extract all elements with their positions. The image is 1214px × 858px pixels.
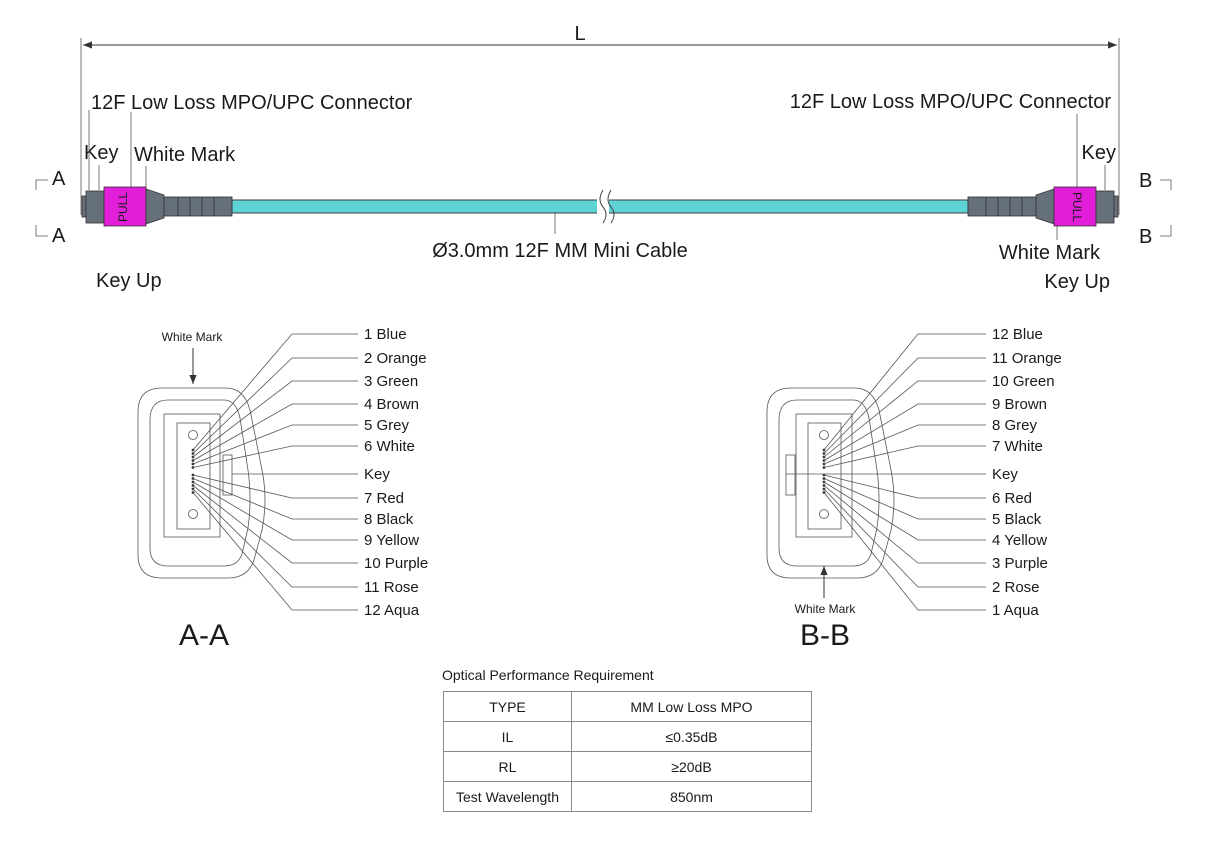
left-mpo-connector: PULL <box>81 186 233 227</box>
svg-text:A: A <box>52 225 66 247</box>
bb-fiber-label: 3 Purple <box>992 555 1048 572</box>
white-mark-left-label: White Mark <box>134 144 236 166</box>
svg-text:PULL: PULL <box>1070 192 1084 222</box>
section-bb-view: White Mark 12 Blue 11 Orange 10 Green 9 … <box>766 326 1062 652</box>
bb-fiber-label: 1 Aqua <box>992 602 1039 619</box>
right-mpo-connector: PULL <box>967 186 1119 227</box>
key-right-label: Key <box>1082 142 1116 164</box>
section-marker-a: A A <box>35 168 66 247</box>
bb-fiber-label: 10 Green <box>992 373 1055 390</box>
aa-fiber-label: 7 Red <box>364 490 404 507</box>
aa-fiber-label: 8 Black <box>364 511 414 528</box>
table-cell-key: Test Wavelength <box>443 781 572 812</box>
aa-fiber-label: 6 White <box>364 438 415 455</box>
cable-label: Ø3.0mm 12F MM Mini Cable <box>432 240 688 262</box>
table-cell-key: TYPE <box>443 691 572 722</box>
bb-fiber-label: 5 Black <box>992 511 1042 528</box>
bb-fiber-label: 6 Red <box>992 490 1032 507</box>
aa-fiber-label: 4 Brown <box>364 396 419 413</box>
aa-fiber-label: 12 Aqua <box>364 602 420 619</box>
aa-fiber-label: 9 Yellow <box>364 532 419 549</box>
aa-fiber-label: 2 Orange <box>364 350 427 367</box>
bb-white-mark-label: White Mark <box>795 602 857 616</box>
bb-fiber-label: 11 Orange <box>992 350 1062 367</box>
section-aa-view: White Mark 1 Blue 2 Orange 3 Green 4 Bro… <box>137 326 428 652</box>
bb-fiber-label: 8 Grey <box>992 417 1038 434</box>
aa-fiber-label: 10 Purple <box>364 555 428 572</box>
section-aa-title: A-A <box>179 619 229 652</box>
aa-fiber-label: 5 Grey <box>364 417 410 434</box>
table-row: RL ≥20dB <box>443 751 812 782</box>
table-cell-value: ≤0.35dB <box>571 721 812 752</box>
length-label: L <box>574 23 585 45</box>
aa-key-label: Key <box>364 466 390 483</box>
section-marker-b: B B <box>1139 170 1172 248</box>
key-up-right-label: Key Up <box>1044 271 1110 293</box>
bb-fiber-label: 9 Brown <box>992 396 1047 413</box>
bb-fiber-label: 4 Yellow <box>992 532 1047 549</box>
bb-fiber-label: 2 Rose <box>992 579 1040 596</box>
table-cell-key: RL <box>443 751 572 782</box>
table-row: IL ≤0.35dB <box>443 721 812 752</box>
bb-fiber-label: 7 White <box>992 438 1043 455</box>
key-up-left-label: Key Up <box>96 270 162 292</box>
aa-fiber-label: 3 Green <box>364 373 418 390</box>
aa-white-mark-label: White Mark <box>162 330 224 344</box>
table-cell-key: IL <box>443 721 572 752</box>
performance-title: Optical Performance Requirement <box>442 667 654 683</box>
aa-fiber-label: 1 Blue <box>364 326 407 343</box>
svg-text:B: B <box>1139 170 1152 192</box>
svg-text:B: B <box>1139 226 1152 248</box>
table-row: Test Wavelength 850nm <box>443 781 812 812</box>
table-row: TYPE MM Low Loss MPO <box>443 691 812 722</box>
length-dimension: L <box>80 23 1120 215</box>
mini-cable <box>231 189 969 224</box>
svg-text:A: A <box>52 168 66 190</box>
connector-right-label: 12F Low Loss MPO/UPC Connector <box>790 91 1112 113</box>
table-cell-value: 850nm <box>571 781 812 812</box>
key-left-label: Key <box>84 142 118 164</box>
performance-table: TYPE MM Low Loss MPO IL ≤0.35dB RL ≥20dB… <box>443 691 812 812</box>
bb-fiber-label: 12 Blue <box>992 326 1043 343</box>
bb-key-label: Key <box>992 466 1018 483</box>
white-mark-right-label: White Mark <box>999 242 1101 264</box>
connector-left-label: 12F Low Loss MPO/UPC Connector <box>91 92 413 114</box>
svg-text:PULL: PULL <box>116 192 130 222</box>
table-cell-value: MM Low Loss MPO <box>571 691 812 722</box>
section-bb-title: B-B <box>800 619 850 652</box>
table-cell-value: ≥20dB <box>571 751 812 782</box>
aa-fiber-label: 11 Rose <box>364 579 419 596</box>
